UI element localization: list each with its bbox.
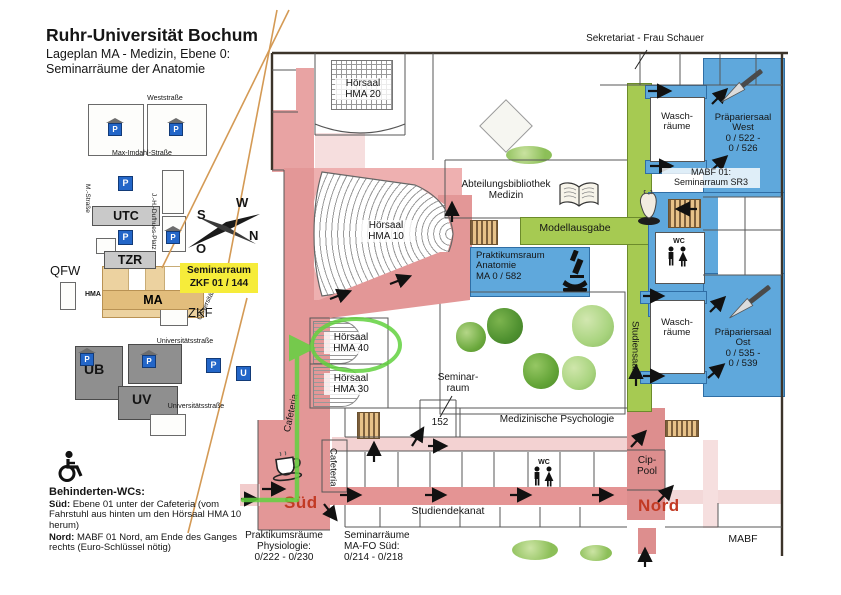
label-wc-nord: WC (673, 238, 685, 245)
street-max-imdahl: Max-Imdahl-Straße (112, 150, 172, 157)
label-cafeteria-room: Cafeteria (327, 447, 339, 487)
parking-garage-icon: P (106, 118, 124, 136)
label-praepariersaal-west: Präpariersaal West 0 / 522 - 0 / 526 (714, 112, 772, 155)
label-seminarraeume-mafo: Seminarräume MA-FO Süd: 0/214 - 0/218 (344, 530, 410, 563)
microscope-icon (560, 250, 590, 294)
courtyard-diamond (479, 99, 533, 153)
parking-garage-icon: P (167, 118, 185, 136)
street-dufhues-platz: J.-H.-Dufhues-Platz (150, 192, 158, 250)
campus-building (60, 282, 76, 310)
corridor-mabf-h (665, 490, 782, 504)
campus-building (150, 414, 186, 436)
corridor-mabf-v (703, 440, 718, 528)
building-utc: UTC (92, 206, 160, 226)
parking-garage-icon: P (78, 348, 96, 366)
wc-figures-icon (530, 466, 556, 488)
label-bibliothek: Abteilungsbibliothek Medizin (461, 179, 551, 201)
book-icon (558, 180, 600, 210)
building-uv-label: UV (132, 391, 152, 407)
label-exit-nord: Nord (638, 496, 680, 515)
street-m-strasse: M.-Straße (84, 183, 92, 213)
tree (456, 322, 486, 352)
legend-nord: Nord: MABF 01 Nord, am Ende des Ganges r… (49, 532, 237, 554)
label-mabf01: MABF 01: Seminarraum SR3 (662, 167, 760, 188)
compass-north: N (249, 228, 259, 243)
label-mabf: MABF (728, 533, 758, 545)
building-qfw-label: QFW (50, 263, 81, 278)
label-exit-sued: Süd (284, 493, 318, 512)
compass-south: S (197, 207, 206, 222)
bush (512, 540, 558, 560)
room-below-hma20 (315, 133, 365, 168)
building-hma-label: HMA (85, 291, 101, 298)
exit-nord-stub (638, 528, 656, 554)
label-studiensaal: Studiensaal (629, 321, 641, 371)
building-gap (128, 266, 146, 292)
stairs-icon (470, 220, 498, 245)
scalpel-icon (714, 62, 770, 110)
wc-figures-icon (664, 246, 690, 268)
label-praepariersaal-ost: Präpariersaal Ost 0 / 535 - 0 / 539 (714, 327, 772, 370)
compass-east: O (196, 241, 207, 256)
subway-icon: U (236, 366, 251, 381)
legend-heading: Behinderten-WCs: (49, 486, 145, 498)
label-studiendekanat: Studiendekanat (411, 505, 485, 517)
scalpel-icon (722, 278, 778, 326)
page-title: Ruhr-Universität Bochum (46, 25, 258, 45)
label-modellausgabe: Modellausgabe (539, 222, 611, 234)
tree (572, 305, 614, 347)
campus-building (162, 170, 184, 214)
coffee-cup-icon (268, 449, 308, 484)
label-cip-pool: Cip- Pool (636, 455, 657, 477)
label-hma40: Hörsaal HMA 40 (324, 332, 378, 354)
tree (562, 356, 596, 390)
building-tzr: TZR (104, 251, 156, 269)
page-subtitle-1: Lageplan MA - Medizin, Ebene 0: (46, 47, 231, 61)
parking-garage-icon: P (164, 226, 182, 244)
wheelchair-icon (55, 450, 83, 482)
corridor-studiendekanat (330, 487, 628, 505)
tree (523, 353, 559, 389)
corridor-west-top (296, 68, 314, 172)
label-hma10: Hörsaal HMA 10 (358, 220, 414, 242)
label-hma20: Hörsaal HMA 20 (335, 78, 391, 100)
label-praktikumsraeume-physiologie: Praktikumsräume Physiologie: 0/222 - 0/2… (245, 530, 323, 563)
label-praktikumsraum: Praktikumsraum Anatomie MA 0 / 582 (476, 250, 545, 282)
label-sekretariat: Sekretariat - Frau Schauer (586, 33, 704, 44)
legend-sued: Süd: Ebene 01 unter der Cafeteria (vom F… (49, 499, 242, 531)
bush (506, 146, 552, 164)
rooms-mabf01-white (718, 197, 782, 275)
corridor-west-top2 (272, 110, 298, 172)
tree (487, 308, 523, 344)
label-med-psychologie: Medizinische Psychologie (499, 414, 615, 425)
label-waschraeume-west: Wasch- räume (661, 111, 693, 133)
parking-icon: P (118, 230, 133, 245)
corridor-mid (332, 437, 628, 451)
page-subtitle-2: Seminarräume der Anatomie (46, 62, 206, 76)
parking-icon: P (206, 358, 221, 373)
anatomy-model-icon (636, 190, 662, 226)
label-152: 152 (431, 417, 449, 428)
label-hma30: Hörsaal HMA 30 (324, 373, 378, 395)
label-seminarraum: Seminar- raum (437, 372, 479, 394)
label-waschraeume-ost: Wasch- räume (661, 317, 693, 339)
bush (580, 545, 612, 561)
compass-west: W (236, 195, 249, 210)
stairs-icon (665, 420, 699, 437)
highlight-seminarraum-zkf: Seminarraum ZKF 01 / 144 (180, 263, 258, 293)
street-universitaetsstrasse-1: Universitätsstraße (156, 338, 214, 345)
street-universitaetsstrasse-2: Universitätsstraße (167, 403, 225, 410)
stairs-icon (357, 412, 380, 439)
parking-icon: P (118, 176, 133, 191)
street-weststrasse: Weststraße (147, 95, 183, 102)
parking-garage-icon: P (140, 350, 158, 368)
stairs-icon (668, 199, 701, 228)
